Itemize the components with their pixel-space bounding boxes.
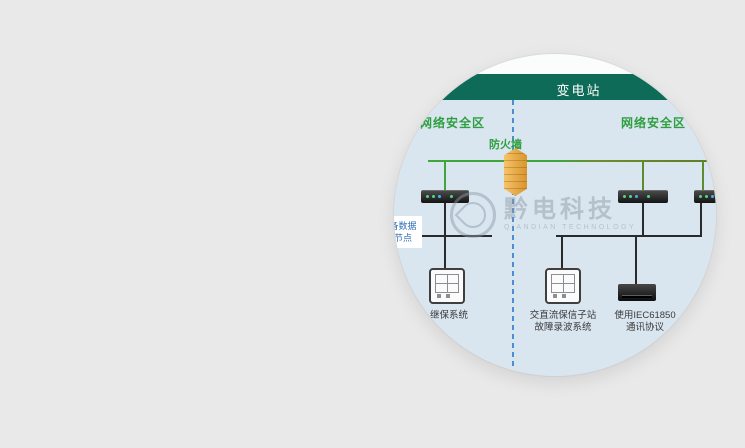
security-boundary-dashed-line	[512, 100, 514, 366]
firewall-label: 防火墙	[489, 139, 522, 151]
trunk-drop-edge	[702, 161, 704, 191]
trunk-drop-left	[444, 161, 446, 191]
note-line2: 接入节点	[394, 233, 412, 243]
connector-line	[561, 237, 563, 268]
device-label-center-line2: 故障录波系统	[534, 322, 592, 333]
connector-line	[444, 237, 446, 268]
device-label-right-line1: 使用IEC61850	[614, 310, 676, 321]
data-access-note: 主设备数据 接入节点	[394, 216, 422, 248]
watermark-cn-text: 黔电科技	[504, 196, 616, 223]
protection-device-left-icon	[429, 268, 465, 304]
connector-line	[635, 237, 637, 284]
device-label-center-line1: 交直流保信子站	[529, 310, 597, 321]
network-switch-right-icon	[618, 190, 668, 203]
connector-line	[700, 202, 702, 236]
trunk-drop-right	[642, 161, 644, 191]
device-label-center: 交直流保信子站 故障录波系统	[520, 310, 606, 334]
protection-device-center-icon	[545, 268, 581, 304]
device-label-left-line1: 继保系统	[429, 310, 468, 321]
substation-title: 变电站	[556, 83, 602, 98]
network-switch-left-icon	[421, 190, 469, 203]
connector-line	[444, 202, 446, 236]
connector-bus-left	[402, 235, 492, 237]
trunk-line	[428, 160, 712, 162]
diagram-top-margin	[394, 54, 716, 74]
connector-bus-right	[556, 235, 702, 237]
connector-line	[642, 202, 644, 236]
zone-label-right: 网络安全区	[621, 116, 687, 130]
device-label-right-line2: 通讯协议	[625, 322, 664, 333]
note-line1: 主设备数据	[394, 221, 417, 231]
network-switch-clipped-icon	[694, 190, 716, 203]
magnifier-circle: 变电站 网络安全区 网络安全区 防火墙 主设备数据 接入节点 继保系统	[394, 54, 716, 376]
zone-label-left: 网络安全区	[420, 116, 486, 130]
watermark-text: 黔电科技 QIANDIAN TECHNOLOGY	[504, 197, 636, 233]
watermark-en-text: QIANDIAN TECHNOLOGY	[504, 224, 637, 231]
gateway-device-icon	[618, 284, 656, 301]
substation-header-band: 变电站	[394, 74, 716, 100]
device-label-right: 使用IEC61850 通讯协议	[597, 310, 693, 334]
device-label-left: 继保系统	[407, 310, 491, 322]
firewall-icon	[504, 148, 527, 196]
watermark: 黔电科技 QIANDIAN TECHNOLOGY	[450, 192, 636, 238]
